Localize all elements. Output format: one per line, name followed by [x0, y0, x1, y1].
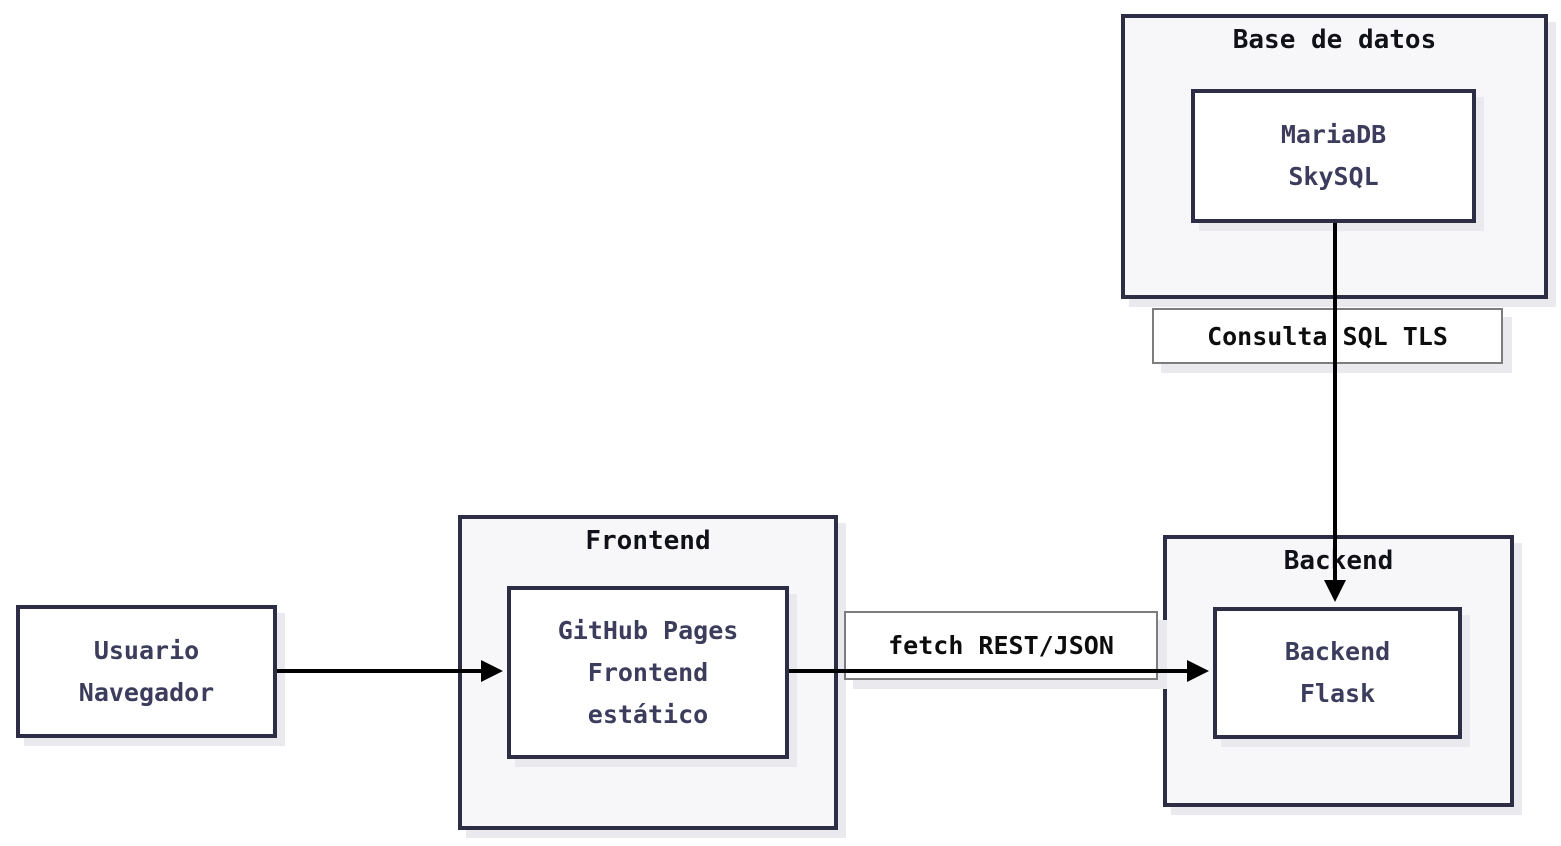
container-frontend-title: Frontend	[585, 526, 711, 556]
node-mariadb-line2: SkySQL	[1288, 162, 1379, 191]
node-mariadb-line1: MariaDB	[1280, 120, 1387, 149]
node-flask-line2: Flask	[1299, 679, 1376, 708]
container-database-title: Base de datos	[1232, 25, 1437, 55]
container-backend-title: Backend	[1283, 546, 1394, 576]
node-github-pages: GitHub Pages Frontend estático	[507, 586, 789, 759]
node-usuario-line1: Usuario	[93, 635, 200, 665]
node-flask-line1: Backend	[1284, 637, 1391, 666]
node-github-line2: Frontend	[587, 657, 709, 687]
node-github-line3: estático	[587, 699, 709, 729]
node-github-line1: GitHub Pages	[557, 615, 739, 645]
node-backend-flask: Backend Flask	[1213, 607, 1462, 739]
node-usuario-line2: Navegador	[78, 677, 215, 707]
edge-label-fetch-rest-json: fetch REST/JSON	[844, 611, 1158, 680]
edge-label-consulta-sql-tls: Consulta SQL TLS	[1152, 308, 1503, 364]
node-usuario-navegador: Usuario Navegador	[16, 605, 277, 738]
node-mariadb-skysql: MariaDB SkySQL	[1191, 89, 1476, 223]
